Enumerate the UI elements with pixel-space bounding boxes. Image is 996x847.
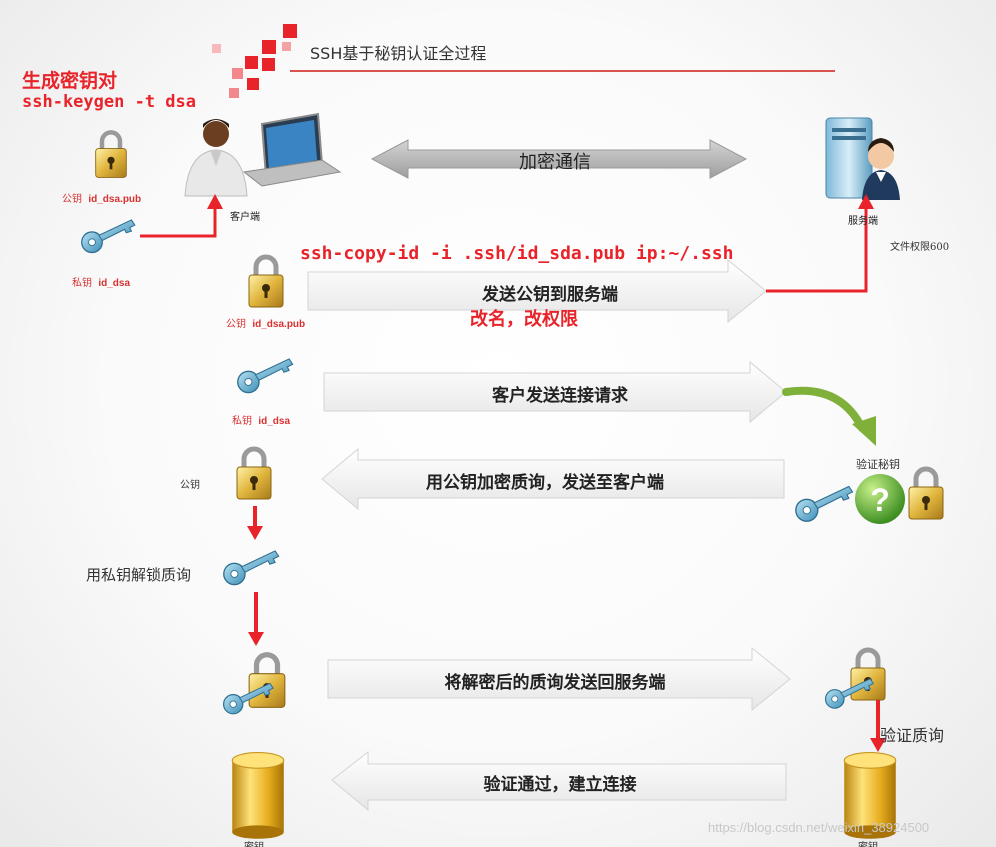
client-pubkey-label: 公钥 id_dsa.pub <box>62 194 142 205</box>
step4-lock-icon <box>249 655 285 708</box>
verify-lock-icon <box>909 469 943 519</box>
encrypt-challenge-arrow <box>321 447 785 511</box>
bottom-left-label: 密钥 <box>244 838 264 847</box>
verify-challenge-label: 验证质询 <box>880 726 945 745</box>
svg-text:?: ? <box>870 482 890 518</box>
verify-key-icon <box>795 485 854 522</box>
client-person-icon <box>184 119 248 197</box>
client-privkey-key-icon <box>81 219 136 254</box>
encrypted-comm-arrow <box>370 139 748 179</box>
send-decrypted-label: 将解密后的质询发送回服务端 <box>444 673 666 693</box>
encrypted-comm-label: 加密通信 <box>519 152 591 173</box>
step3-pubkey-label: 公钥 <box>180 480 200 491</box>
send-decrypted-arrow <box>327 646 791 712</box>
down-arrow-2 <box>248 592 264 646</box>
server-label: 服务端 <box>848 216 878 227</box>
rename-chmod-label: 改名，改权限 <box>470 309 578 330</box>
step2-key-icon <box>237 358 294 394</box>
client-label: 客户端 <box>230 212 260 223</box>
connect-request-arrow <box>323 360 787 424</box>
server-icon <box>825 117 900 200</box>
title-underline <box>290 70 835 72</box>
to-server-red-arrow <box>766 205 868 293</box>
server-lock-icon <box>851 650 885 700</box>
green-curve-arrow <box>782 386 866 432</box>
connect-request-label: 客户发送连接请求 <box>492 386 628 406</box>
copy-id-command: ssh-copy-id -i .ssh/id_sda.pub ip:~/.ssh <box>300 243 734 264</box>
client-pubkey-lock-icon <box>96 132 127 177</box>
key-to-client-arrow <box>140 205 217 238</box>
step3-lock-icon <box>237 449 271 499</box>
title-decoration <box>212 24 297 98</box>
diagram-title: SSH基于秘钥认证全过程 <box>310 44 487 63</box>
unlock-challenge-label: 用私钥解锁质询 <box>86 566 192 584</box>
down-arrow-3 <box>870 700 886 752</box>
watermark: https://blog.csdn.net/weixin_38924500 <box>708 820 930 835</box>
keygen-command: ssh-keygen -t dsa <box>22 92 196 112</box>
bottom-right-label: 密钥 <box>858 838 878 847</box>
question-ball-icon <box>855 474 905 524</box>
step1-pubkey-label: 公钥 id_dsa.pub <box>226 319 306 330</box>
down-arrow-1 <box>247 506 263 540</box>
laptop-icon <box>242 112 342 187</box>
established-arrow <box>331 750 787 812</box>
send-pubkey-label: 发送公钥到服务端 <box>482 285 618 305</box>
send-pubkey-arrow <box>307 258 767 324</box>
verify-key-label: 验证秘钥 <box>856 458 900 471</box>
left-cylinder-icon <box>231 751 285 840</box>
client-privkey-label: 私钥 id_dsa <box>72 278 131 289</box>
server-perm-note: 文件权限600 <box>890 242 950 253</box>
keygen-label: 生成密钥对 <box>22 70 118 92</box>
step2-privkey-label: 私钥 id_dsa <box>232 416 291 427</box>
step1-lock-icon <box>249 257 283 307</box>
encrypt-challenge-label: 用公钥加密质询，发送至客户端 <box>426 473 664 493</box>
unlock-key-icon <box>223 550 280 586</box>
established-label: 验证通过，建立连接 <box>483 775 637 795</box>
